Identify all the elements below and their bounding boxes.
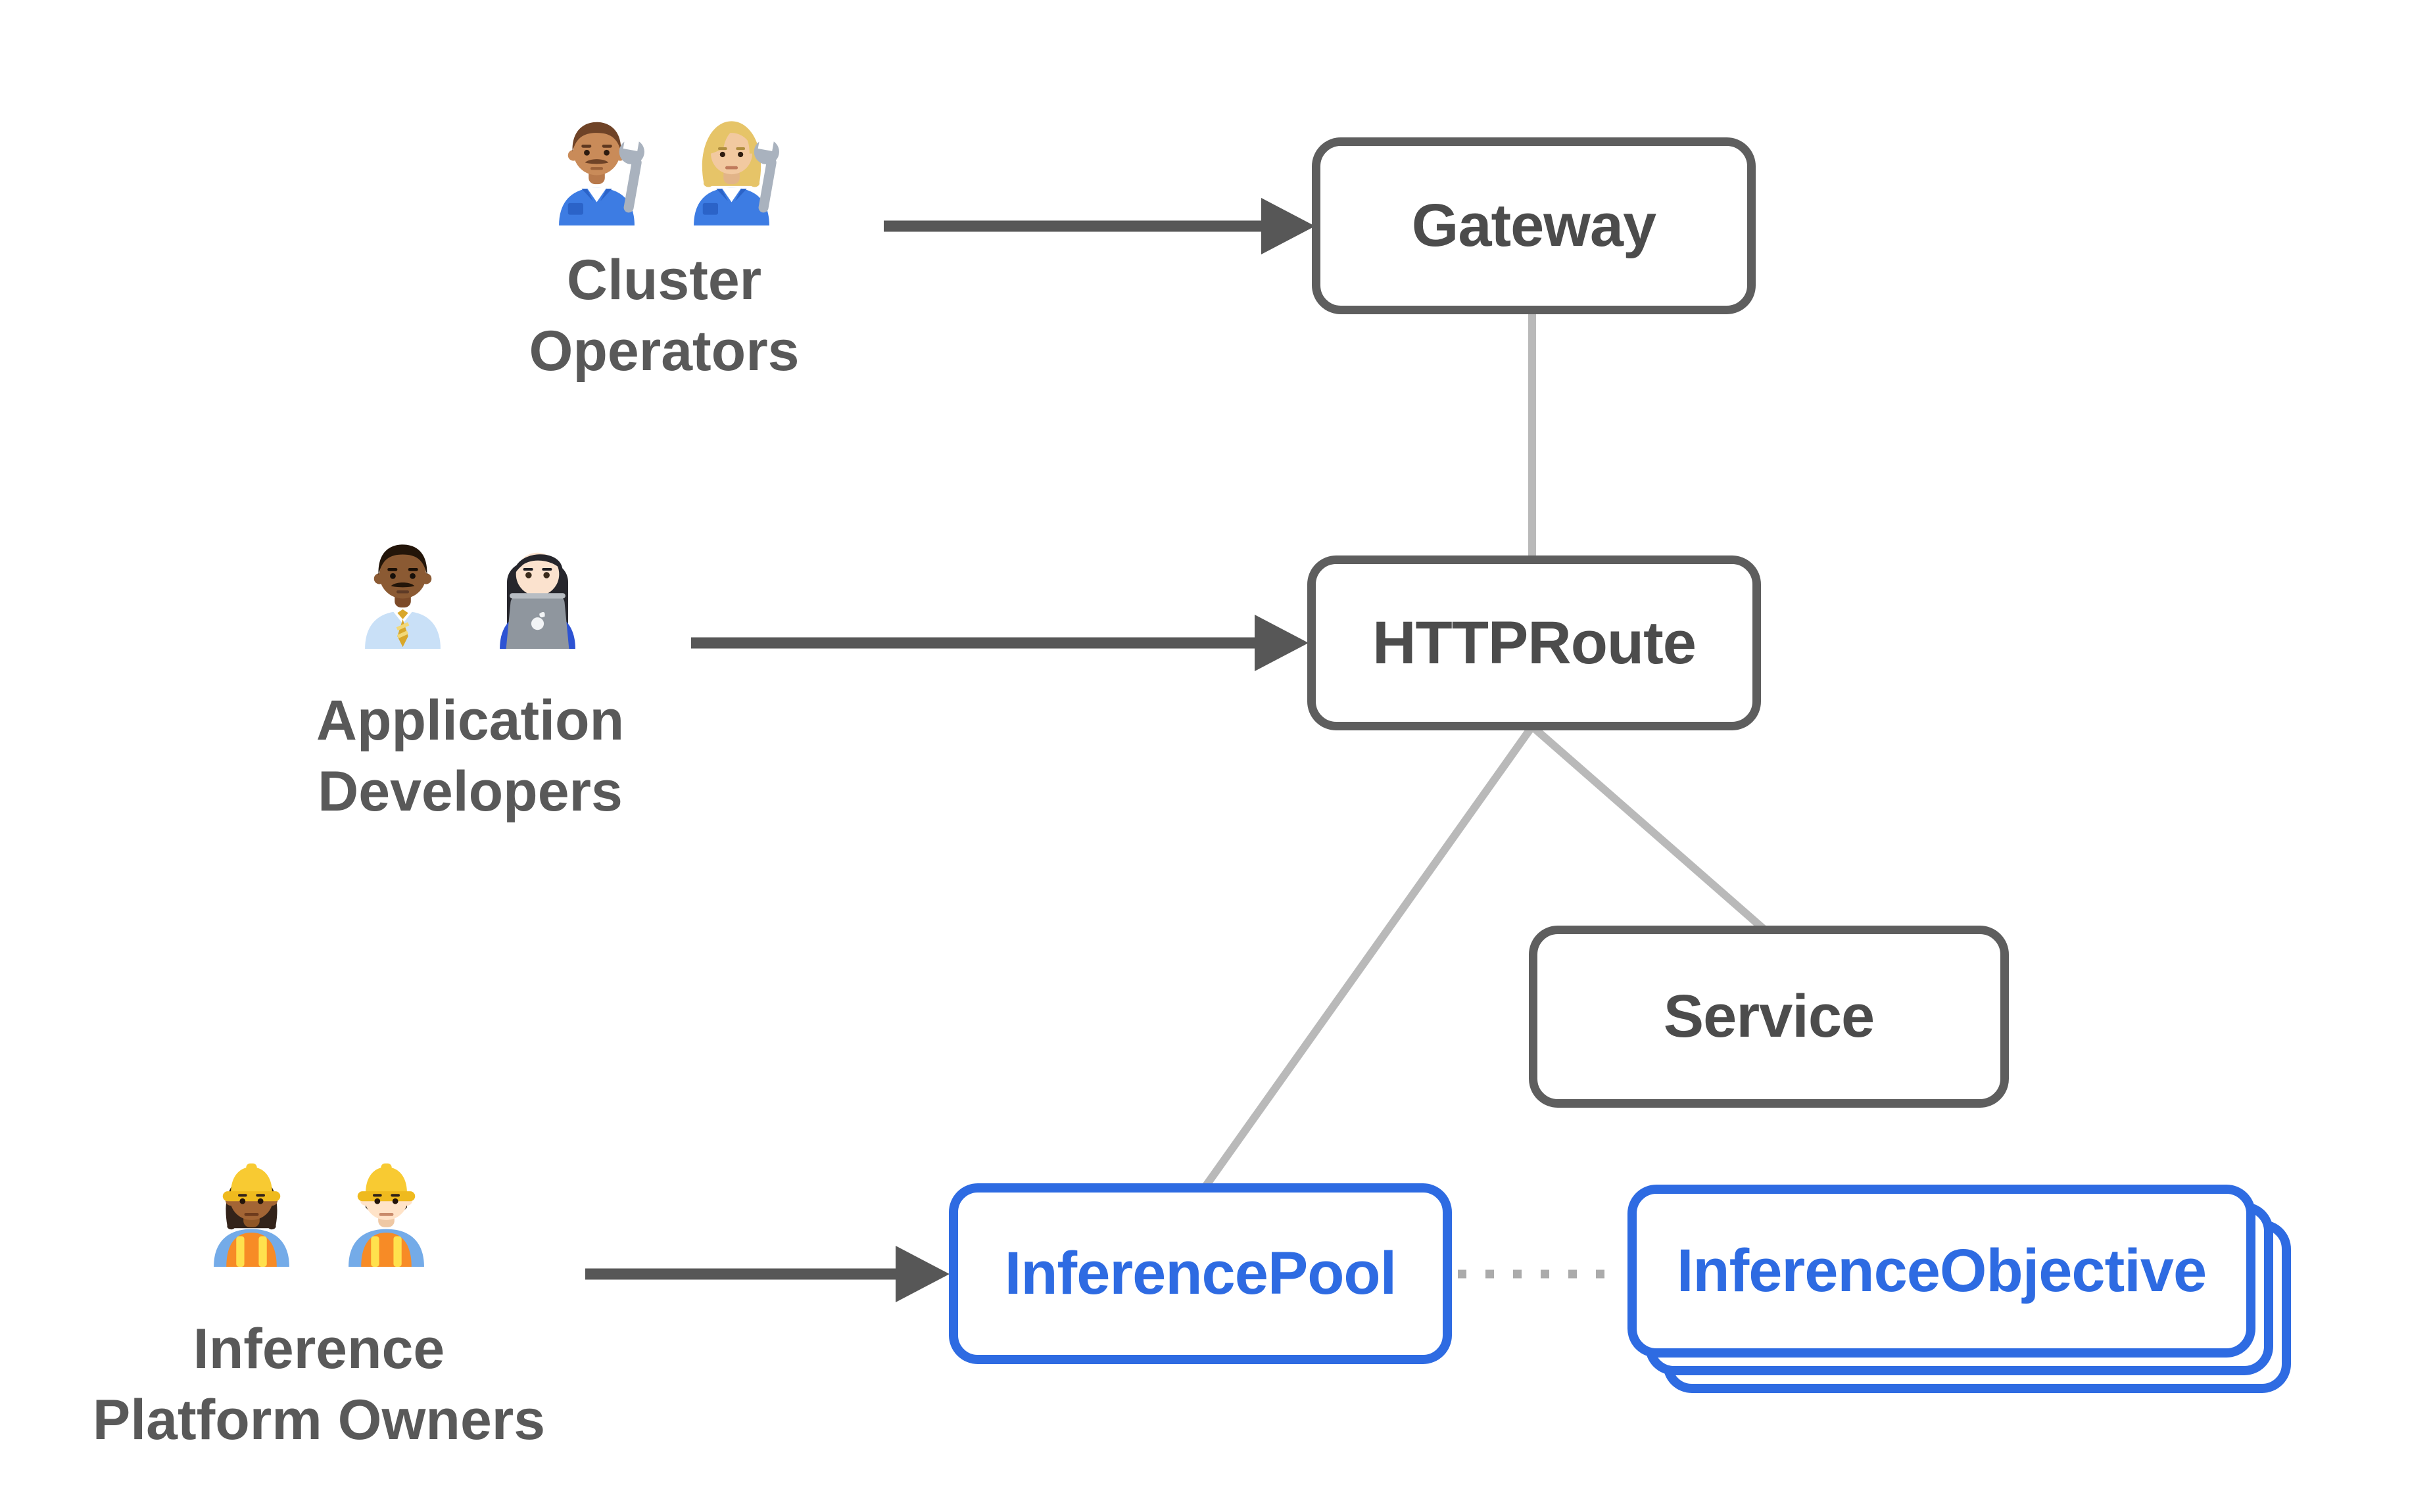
cluster-operators-label: Cluster Operators bbox=[529, 245, 799, 387]
man-construction-worker-icon bbox=[349, 1163, 424, 1267]
man-mechanic-icon bbox=[559, 122, 644, 225]
httproute-node: HTTPRoute bbox=[1307, 555, 1761, 730]
edge-httproute-inferencepool bbox=[1199, 724, 1535, 1194]
inferencepool-label: InferencePool bbox=[1004, 1240, 1397, 1307]
woman-construction-worker-icon bbox=[214, 1163, 289, 1267]
label-line: Cluster bbox=[566, 248, 762, 312]
inferenceobjective-node: InferenceObjective bbox=[1627, 1185, 2255, 1358]
gateway-label: Gateway bbox=[1411, 192, 1656, 259]
inference-platform-owners-icons bbox=[194, 1152, 444, 1267]
arrow-cluster-operators-to-gateway bbox=[884, 198, 1315, 254]
inferencepool-node: InferencePool bbox=[949, 1183, 1452, 1364]
persona-cluster-operators: Cluster Operators bbox=[401, 110, 927, 387]
edge-httproute-service bbox=[1530, 723, 1771, 937]
man-office-worker-icon bbox=[365, 544, 441, 649]
gateway-node: Gateway bbox=[1312, 137, 1756, 314]
label-line: Operators bbox=[529, 319, 800, 383]
label-line: Inference bbox=[193, 1317, 445, 1381]
application-developers-label: Application Developers bbox=[316, 686, 624, 827]
httproute-label: HTTPRoute bbox=[1372, 609, 1697, 676]
inferenceobjective-label: InferenceObjective bbox=[1676, 1237, 2207, 1304]
wrench-icon bbox=[754, 131, 779, 213]
label-line: Application bbox=[316, 689, 625, 752]
service-label: Service bbox=[1663, 983, 1875, 1050]
hard-hat-icon bbox=[357, 1163, 416, 1202]
service-node: Service bbox=[1529, 926, 2009, 1108]
woman-mechanic-icon bbox=[694, 121, 779, 225]
persona-inference-platform-owners: Inference Platform Owners bbox=[56, 1152, 582, 1455]
inferenceobjective-node-stack: InferenceObjective bbox=[1627, 1185, 2291, 1393]
cluster-operators-icons bbox=[539, 110, 789, 225]
laptop-icon bbox=[506, 593, 569, 649]
persona-application-developers: Application Developers bbox=[207, 534, 733, 827]
inference-platform-owners-label: Inference Platform Owners bbox=[93, 1314, 545, 1455]
label-line: Platform Owners bbox=[92, 1388, 546, 1452]
application-developers-icons bbox=[345, 534, 595, 649]
wrench-icon bbox=[619, 131, 644, 213]
label-line: Developers bbox=[318, 759, 623, 823]
arrow-inference-platform-owners-to-inferencepool bbox=[585, 1246, 950, 1302]
hard-hat-icon bbox=[222, 1163, 281, 1202]
woman-technologist-icon bbox=[500, 552, 575, 649]
arrow-application-developers-to-httproute bbox=[691, 615, 1309, 671]
